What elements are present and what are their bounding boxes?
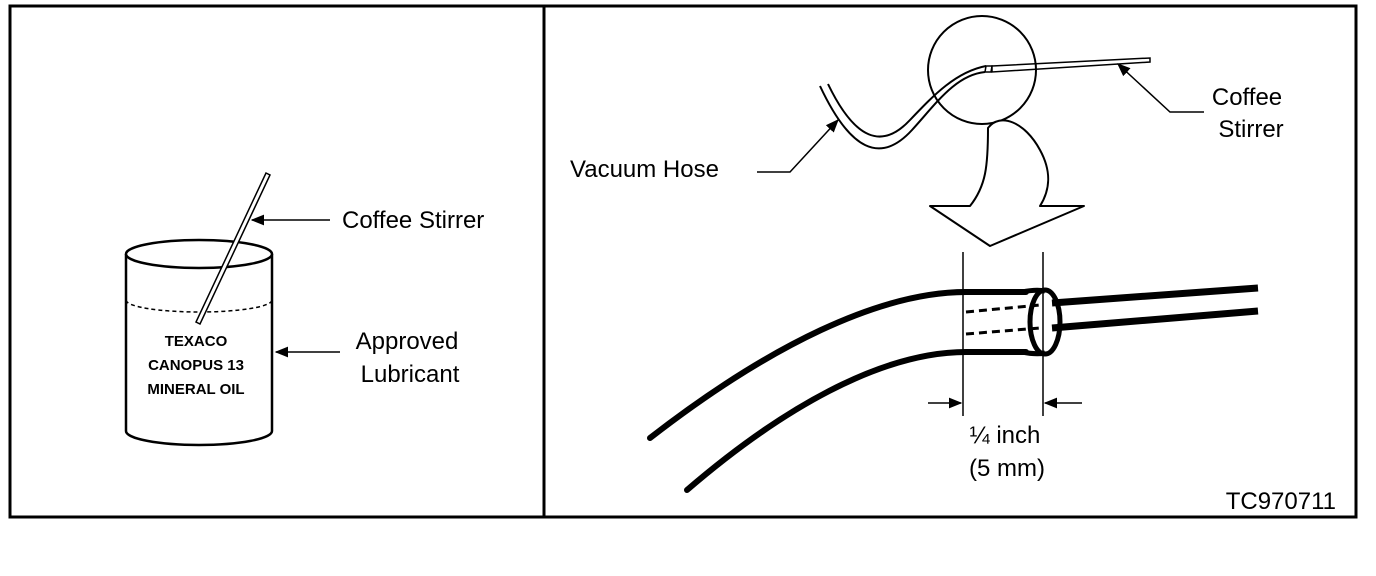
vacuum-hose-label: Vacuum Hose [570,156,719,183]
vacuum-hose-leader [757,119,839,173]
figure-code: TC970711 [1226,488,1336,515]
hose-flare-bottom [1021,349,1046,357]
oil-level-line [125,299,273,313]
approved-label-line2: Lubricant [361,361,460,388]
figure-frame [8,4,1358,519]
vacuum-hose-large-top [647,289,1029,441]
can-top [124,238,274,270]
stirrer-large-bottom [1051,307,1259,332]
coffee-stirrer-small [991,57,1151,73]
detail-circle [927,15,1037,125]
dimension-label-line2: (5 mm) [969,455,1045,482]
vacuum-hose-large-bottom [684,349,1029,493]
coffee-stirrer [195,171,271,326]
mineral-oil-can: TEXACO CANOPUS 13 MINERAL OIL [124,238,274,447]
vacuum-hose-small-outer [819,71,986,150]
detail-arrow [929,119,1085,247]
can-label-line1: TEXACO [165,333,228,350]
stirrer-large-top [1051,284,1259,307]
can-label-line2: CANOPUS 13 [148,357,244,374]
approved-label-line1: Approved [356,328,459,355]
right-panel: Vacuum Hose Coffee Stirrer ¼ inch (5 mm)… [570,15,1336,515]
can-label-line3: MINERAL OIL [147,381,244,398]
can-body [124,254,274,447]
hose-flare-top [1021,287,1046,295]
dimension-label-line1: ¼ inch [970,422,1041,449]
left-panel: TEXACO CANOPUS 13 MINERAL OIL Coffee Sti… [124,171,484,447]
hose-end-cap [984,65,993,73]
coffee-stirrer-label-right-line2: Stirrer [1218,116,1283,143]
coffee-stirrer-label-left: Coffee Stirrer [342,207,484,234]
vacuum-hose-small-inner [827,65,987,138]
stirrer-leader-right [1117,63,1204,113]
coffee-stirrer-label-right-line1: Coffee [1212,84,1282,111]
